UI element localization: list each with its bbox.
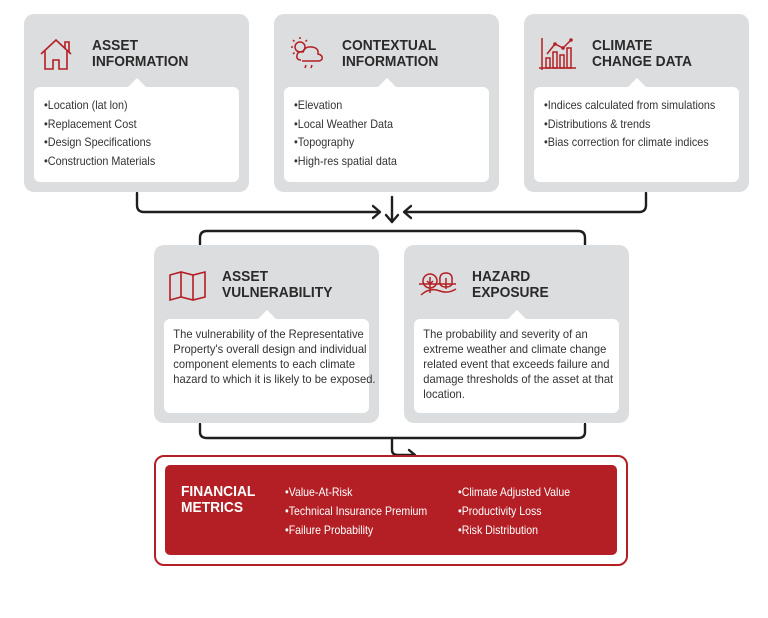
list-item: Failure Probability	[285, 521, 427, 540]
list-item: Risk Distribution	[458, 521, 570, 540]
list-item: Topography	[294, 133, 470, 152]
hazard-exposure-description: The probability and severity of an extre…	[423, 327, 614, 401]
list-item: Technical Insurance Premium	[285, 502, 428, 521]
sun-cloud-rain-icon	[291, 37, 323, 69]
trees-landscape-icon	[419, 272, 457, 296]
list-item: High-res spatial data	[294, 152, 470, 171]
list-item: Distributions & trends	[544, 115, 720, 134]
climate-change-data-list: Indices calculated from simulations Dist…	[534, 87, 739, 152]
list-item: Replacement Cost	[44, 115, 220, 134]
list-item: Indices calculated from simulations	[544, 96, 720, 115]
connector-split	[198, 229, 587, 247]
asset-information-list: Location (lat lon) Replacement Cost Desi…	[34, 87, 239, 170]
folded-map-icon	[169, 270, 206, 302]
list-item: Location (lat lon)	[44, 96, 220, 115]
list-item: Elevation	[294, 96, 470, 115]
list-item: Local Weather Data	[294, 115, 470, 134]
connector-asset-info	[135, 191, 381, 214]
list-item: Design Specifications	[44, 133, 220, 152]
connector-merge	[198, 422, 587, 440]
contextual-information-list: Elevation Local Weather Data Topography …	[284, 87, 489, 170]
list-item: Value-At-Risk	[285, 483, 427, 502]
asset-vulnerability-description: The vulnerability of the Representative …	[173, 327, 376, 386]
list-item: Productivity Loss	[458, 502, 570, 521]
financial-metrics-list-1: Value-At-Risk Technical Insurance Premiu…	[285, 483, 447, 540]
bar-line-chart-icon	[539, 38, 576, 70]
connector-climate-data	[403, 191, 648, 214]
financial-metrics-list-2: Climate Adjusted Value Productivity Loss…	[458, 483, 585, 540]
house-icon	[40, 38, 72, 70]
list-item: Bias correction for climate indices	[544, 133, 720, 152]
list-item: Construction Materials	[44, 152, 220, 171]
list-item: Climate Adjusted Value	[458, 483, 570, 502]
